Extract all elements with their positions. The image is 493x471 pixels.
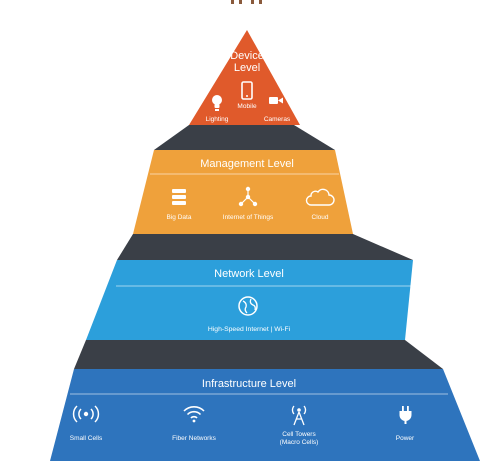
cell-tower-icon (291, 405, 307, 426)
network-level: Network Level High-Speed Internet | Wi-F… (86, 260, 413, 340)
infrastructure-level-title: Infrastructure Level (202, 378, 296, 390)
globe-icon (238, 296, 258, 316)
infra-item-cell-towers-label-line2: (Macro Cells) (280, 439, 319, 446)
infra-item-fiber-networks-label: Fiber Networks (172, 435, 216, 442)
management-level: Management Level Big Data Internet of Th… (133, 150, 353, 234)
network-nodes-icon (238, 186, 258, 207)
infrastructure-level: Infrastructure Level Small Cells Fiber N… (50, 369, 480, 461)
device-level-title-line1: Device (230, 50, 264, 62)
connector-network-infrastructure (74, 340, 443, 369)
cloud-icon (305, 188, 335, 206)
database-icon (172, 189, 186, 205)
device-item-cameras-label: Cameras (264, 116, 291, 123)
network-level-title: Network Level (214, 268, 284, 280)
device-level-tier (189, 30, 300, 125)
management-item-big-data-label: Big Data (167, 214, 192, 221)
top-figure-fragment (231, 0, 262, 4)
infra-item-small-cells-label: Small Cells (70, 435, 103, 442)
infra-item-power-label: Power (396, 435, 415, 442)
device-item-mobile-label: Mobile (237, 103, 257, 110)
device-level: Device Level Lighting Mobile Cameras (189, 30, 300, 125)
management-item-cloud-label: Cloud (312, 214, 329, 221)
lightbulb-icon (212, 95, 222, 111)
camera-icon (269, 97, 283, 104)
network-item-internet-label: High-Speed Internet | Wi-Fi (208, 326, 291, 333)
mobile-icon (241, 81, 253, 100)
network-level-tier (86, 260, 413, 340)
infra-item-cell-towers-label-line1: Cell Towers (282, 431, 316, 438)
level-connectors (74, 125, 443, 369)
wifi-icon (183, 406, 205, 423)
management-level-title: Management Level (200, 158, 294, 170)
connector-device-management (154, 125, 335, 150)
power-plug-icon (399, 406, 412, 424)
device-level-title-line2: Level (234, 62, 260, 74)
broadcast-icon (72, 405, 100, 423)
infrastructure-level-tier (50, 369, 480, 461)
management-item-iot-label: Internet of Things (223, 214, 274, 221)
device-item-lighting-label: Lighting (206, 116, 229, 123)
management-level-tier (133, 150, 353, 234)
connector-management-network (117, 234, 413, 260)
